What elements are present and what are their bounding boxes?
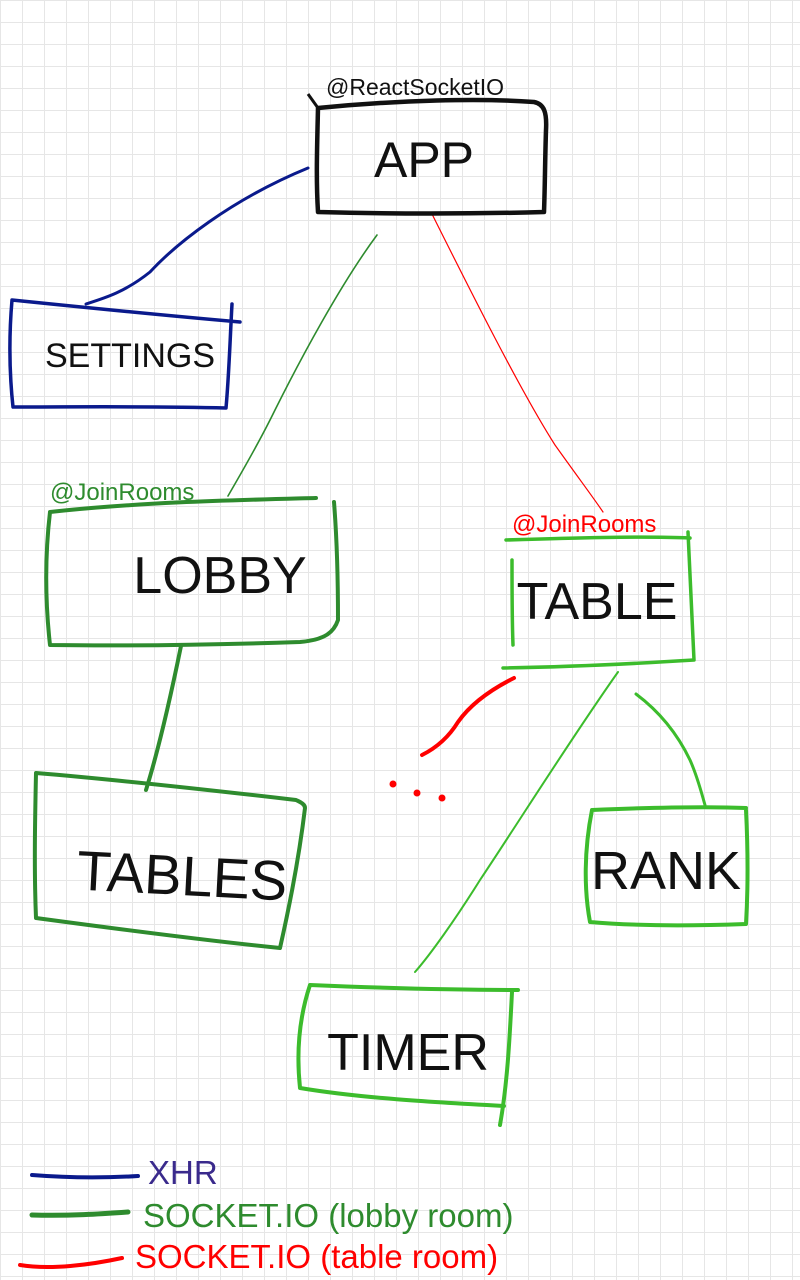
legend-item-table: SOCKET.IO (table room) — [18, 1238, 498, 1275]
node-settings-label: SETTINGS — [45, 337, 215, 375]
node-table-border — [501, 530, 696, 670]
legend-item-xhr: XHR — [30, 1154, 218, 1191]
edge-app-settings — [84, 166, 310, 306]
edge-app-table — [431, 213, 604, 513]
node-timer-label: TIMER — [327, 1024, 489, 1082]
node-lobby-border — [44, 496, 340, 648]
node-table-label: TABLE — [517, 573, 678, 631]
node-table[interactable]: @JoinRooms TABLE — [501, 511, 696, 670]
node-settings[interactable]: SETTINGS — [8, 298, 242, 410]
legend-swatch-xhr — [30, 1173, 140, 1180]
edge-table-more — [420, 676, 516, 757]
node-timer-border — [296, 983, 520, 1127]
node-table-annotation: @JoinRooms — [512, 511, 656, 538]
edge-lobby-tables — [144, 644, 183, 792]
node-lobby[interactable]: @JoinRooms LOBBY — [44, 479, 340, 648]
node-app[interactable]: @ReactSocketIO APP — [306, 74, 549, 216]
legend-swatch-lobby — [29, 1209, 131, 1218]
legend-label-xhr: XHR — [148, 1154, 218, 1191]
edge-table-timer — [414, 671, 619, 973]
legend-label-lobby: SOCKET.IO (lobby room) — [143, 1197, 513, 1234]
legend: XHR SOCKET.IO (lobby room) SOCKET.IO (ta… — [18, 1154, 513, 1275]
legend-swatch-table — [18, 1256, 124, 1270]
node-tables[interactable]: TABLES — [32, 771, 307, 950]
node-timer[interactable]: TIMER — [296, 983, 520, 1127]
node-settings-border — [8, 298, 242, 410]
edge-app-lobby — [227, 234, 378, 497]
node-rank-label: RANK — [591, 841, 741, 901]
legend-item-lobby: SOCKET.IO (lobby room) — [29, 1197, 513, 1234]
node-app-annotation: @ReactSocketIO — [326, 74, 504, 100]
node-tables-border — [32, 771, 307, 950]
node-app-border — [314, 97, 549, 216]
node-tables-label: TABLES — [75, 839, 289, 913]
edge-table-rank — [634, 692, 707, 807]
node-app-label: APP — [374, 132, 474, 188]
node-rank[interactable]: RANK — [583, 805, 750, 928]
node-lobby-label: LOBBY — [133, 547, 306, 605]
node-rank-border — [583, 805, 750, 928]
legend-label-table: SOCKET.IO (table room) — [135, 1238, 498, 1275]
ellipsis-dots — [389, 780, 446, 802]
